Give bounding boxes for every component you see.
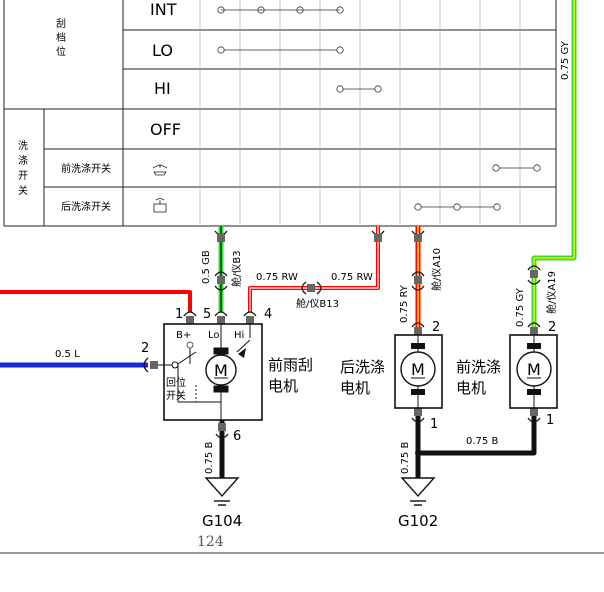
bplus-terminal-circle — [186, 341, 194, 349]
washer-group-label-2: 涤 — [18, 154, 28, 167]
wiper-return-arrow-icon — [238, 348, 246, 358]
wiper-group-label-1: 刮 — [56, 17, 66, 30]
connector-b3-label: 舱/仪B3 — [230, 250, 243, 287]
connector-markers — [143, 230, 541, 439]
page-number: 124 — [197, 534, 224, 550]
front-washer-symbol-icon — [152, 164, 168, 176]
front-washer-switch-label: 前洗涤开关 — [61, 162, 111, 175]
ground-g104-icon — [204, 477, 240, 506]
wiper-motor-m: M — [214, 361, 228, 380]
ground-g102-icon — [400, 477, 436, 506]
wiper-group-label-3: 位 — [56, 45, 66, 58]
pin-wiper-1: 1 — [175, 307, 183, 322]
rear-washer-motor-symbol-icon — [400, 351, 436, 387]
row-hi-label: HI — [154, 79, 171, 98]
front-washer-motor-m: M — [527, 360, 541, 379]
rear-washer-switch-label: 后洗涤开关 — [61, 200, 111, 213]
pin-wiper-2: 2 — [141, 341, 149, 356]
label-0-75-ry: 0.75 RY — [399, 284, 410, 323]
washer-group-label-4: 关 — [18, 184, 28, 197]
terminal-bplus-label: B+ — [176, 330, 191, 341]
front-washer-motor-name-1: 前洗涤 — [456, 358, 501, 376]
row-off-label: OFF — [150, 120, 181, 139]
wiper-group-label-2: 档 — [56, 31, 66, 44]
pin-wiper-5: 5 — [203, 307, 211, 322]
label-0-75-rw-left: 0.75 RW — [256, 272, 298, 283]
ground-g102-label: G102 — [398, 512, 438, 530]
label-0-5-gb: 0.5 GB — [201, 250, 212, 284]
ground-g104-label: G104 — [202, 512, 242, 530]
washer-group-label-1: 洗 — [18, 140, 28, 152]
pin-rear-2: 2 — [432, 320, 440, 335]
connector-a19-label: 舱/仪A19 — [545, 271, 558, 314]
return-switch-label-1: 回位 — [166, 376, 186, 389]
wire-red-b-plus — [0, 290, 192, 312]
pin-front-1: 1 — [546, 413, 554, 428]
row-lo-label: LO — [152, 41, 173, 60]
front-washer-motor: M — [509, 334, 558, 409]
label-0-75-gy-top: 0.75 GY — [560, 40, 571, 80]
wiper-motor-name-1: 前雨刮 — [268, 356, 313, 374]
rear-washer-motor-name-2: 电机 — [340, 379, 370, 397]
label-0-75-rw-right: 0.75 RW — [331, 272, 373, 283]
switch-table: 刮 档 位 INT LO HI OFF 洗 涤 开 关 前洗涤开关 后洗涤开关 — [3, 0, 557, 227]
label-0-75-b-link: 0.75 B — [466, 436, 498, 447]
front-washer-motor-name-2: 电机 — [456, 379, 486, 397]
label-0-75-b-wiper: 0.75 B — [204, 442, 215, 474]
pin-rear-1: 1 — [430, 417, 438, 432]
rear-washer-motor: M — [394, 334, 443, 409]
connector-b13-label: 舱/仪B13 — [296, 297, 339, 310]
row-int-label: INT — [150, 0, 177, 19]
front-wiper-motor: B+ Lo Hi M 回位 开关 — [158, 323, 263, 421]
label-0-5-l: 0.5 L — [55, 349, 80, 360]
return-switch-label-2: 开关 — [166, 389, 186, 402]
pin-wiper-4: 4 — [264, 307, 272, 322]
wiper-motor-name-2: 电机 — [268, 377, 298, 395]
label-0-75-b-rear: 0.75 B — [400, 442, 411, 474]
rear-washer-symbol-icon — [153, 198, 167, 213]
wiper-motor-symbol-icon — [205, 354, 237, 386]
front-washer-motor-symbol-icon — [516, 351, 552, 387]
pin-wiper-6: 6 — [233, 429, 241, 444]
rear-washer-motor-name-1: 后洗涤 — [340, 358, 385, 376]
rear-washer-motor-m: M — [411, 360, 425, 379]
wire-0-75-gy — [531, 0, 577, 330]
pin-front-2: 2 — [548, 320, 556, 335]
connector-a10-label: 舱/仪A10 — [430, 248, 443, 291]
splice-dot — [415, 450, 421, 456]
label-0-75-gy-left: 0.75 GY — [515, 287, 526, 327]
terminal-lo-label: Lo — [208, 330, 220, 341]
switch-contacts — [217, 6, 541, 211]
washer-group-label-3: 开 — [18, 171, 28, 182]
terminal-hi-label: Hi — [234, 330, 244, 341]
